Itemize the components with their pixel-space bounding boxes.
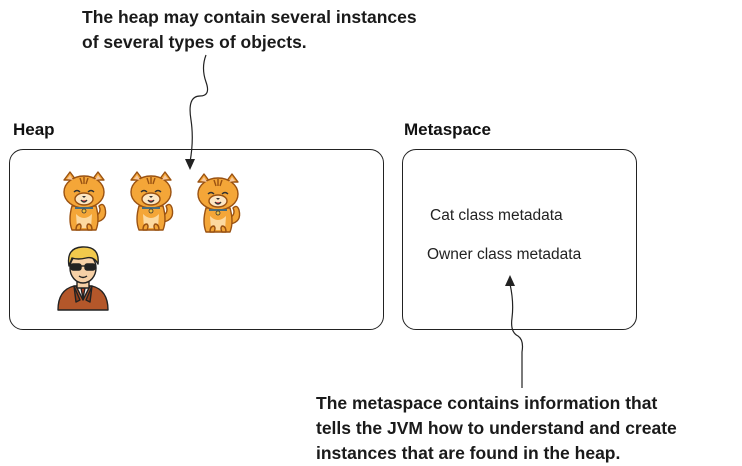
owner-class-metadata: Owner class metadata <box>427 246 582 263</box>
metaspace-pointer-arrow <box>509 283 524 388</box>
cat-icon <box>130 171 174 231</box>
metaspace-annotation-line-2: tells the JVM how to understand and crea… <box>316 418 677 438</box>
metaspace-annotation-line-1: The metaspace contains information that <box>316 393 658 413</box>
heap-annotation-line-2: of several types of objects. <box>82 32 307 52</box>
owner-person-icon <box>57 246 109 311</box>
metaspace-pointer-arrowhead <box>505 275 515 286</box>
heap-annotation-line-1: The heap may contain several instances <box>82 7 417 27</box>
heap-pointer-arrow <box>189 54 209 163</box>
cat-icon <box>197 173 241 233</box>
heap-annotation: The heap may contain several instances o… <box>82 5 417 55</box>
heap-pointer-arrowhead <box>185 159 195 170</box>
heap-label: Heap <box>13 120 55 139</box>
metaspace-annotation: The metaspace contains information that … <box>316 391 677 466</box>
cat-icon <box>63 171 107 231</box>
metaspace-annotation-line-3: instances that are found in the heap. <box>316 443 621 463</box>
cat-class-metadata: Cat class metadata <box>430 207 563 224</box>
metaspace-box <box>402 149 637 330</box>
metaspace-label: Metaspace <box>404 120 491 139</box>
